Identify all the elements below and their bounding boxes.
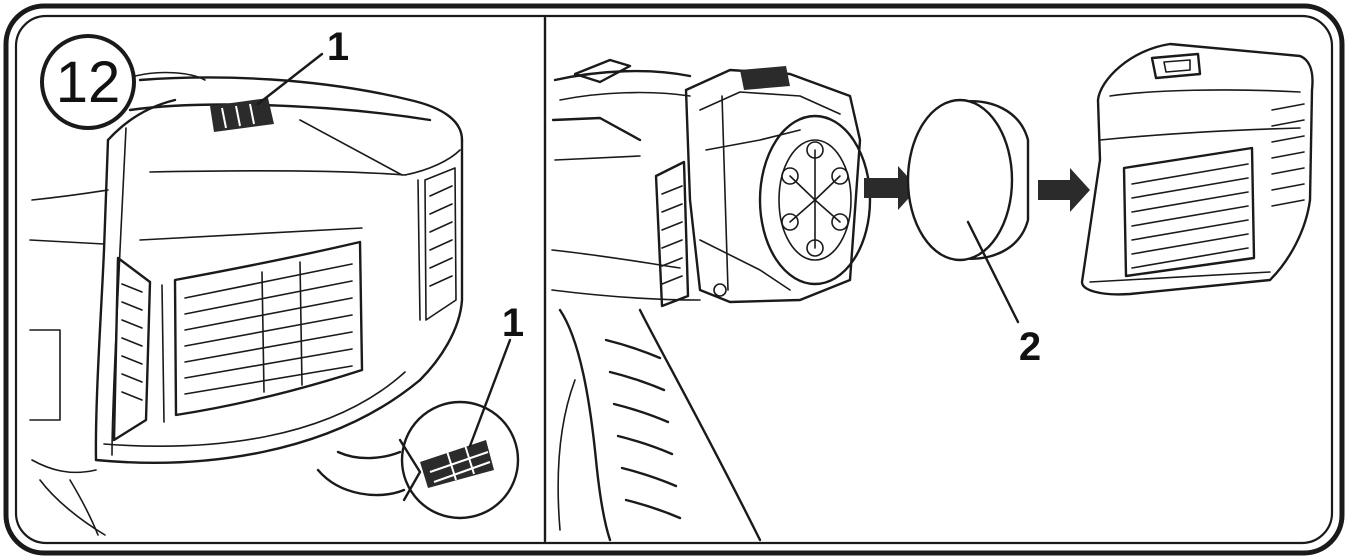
- right-side-vents: [424, 167, 457, 321]
- inset-leader-line: [468, 338, 512, 448]
- front-vent-grille: [161, 240, 364, 423]
- release-latch: [210, 98, 274, 132]
- heater-housing: [29, 71, 464, 536]
- callout-label-1-inset: 1: [502, 301, 524, 345]
- vent-cover: [1080, 42, 1314, 296]
- callout-label-2: 2: [1019, 325, 1041, 369]
- curved-arrow-icon: [316, 438, 422, 502]
- right-panel: 2: [551, 42, 1314, 542]
- foam-filter: [906, 98, 1030, 262]
- left-panel: 12: [29, 25, 524, 536]
- callout-label-1-top: 1: [327, 25, 349, 69]
- frame: [3, 3, 1345, 556]
- step-badge: 12: [40, 34, 136, 130]
- gun-body: [551, 58, 872, 542]
- side-slot-vents: [112, 256, 152, 442]
- arrow-right-icon: [1038, 168, 1090, 212]
- filter-leader-line: [966, 220, 1020, 324]
- latch-detail-inset: [400, 400, 520, 520]
- arrow-right-icon: [864, 166, 918, 210]
- leader-line: [256, 52, 324, 106]
- step-number: 12: [56, 50, 121, 115]
